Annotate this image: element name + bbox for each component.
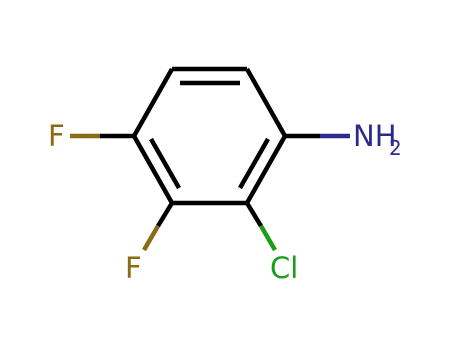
- benzene-ring: [132, 66, 287, 206]
- atom-label-f3: F: [125, 251, 142, 285]
- bond-c6-c1: [245, 67, 287, 138]
- bond-c2-cl: [245, 201, 277, 252]
- bond-c3-f: [142, 201, 174, 252]
- bond-c4-c5: [132, 67, 174, 138]
- bond-c3-c4: [132, 134, 174, 205]
- atom-label-f4: F: [48, 119, 65, 153]
- bond-c1-c2: [245, 134, 287, 205]
- double-bond-inner-c1-c2: [238, 137, 270, 190]
- atom-label-cl: Cl: [270, 251, 298, 285]
- atom-label-nh2-subscript: 2: [389, 136, 402, 160]
- atom-label-nh2: NH: [353, 119, 397, 153]
- double-bond-inner-c3-c4: [149, 137, 181, 190]
